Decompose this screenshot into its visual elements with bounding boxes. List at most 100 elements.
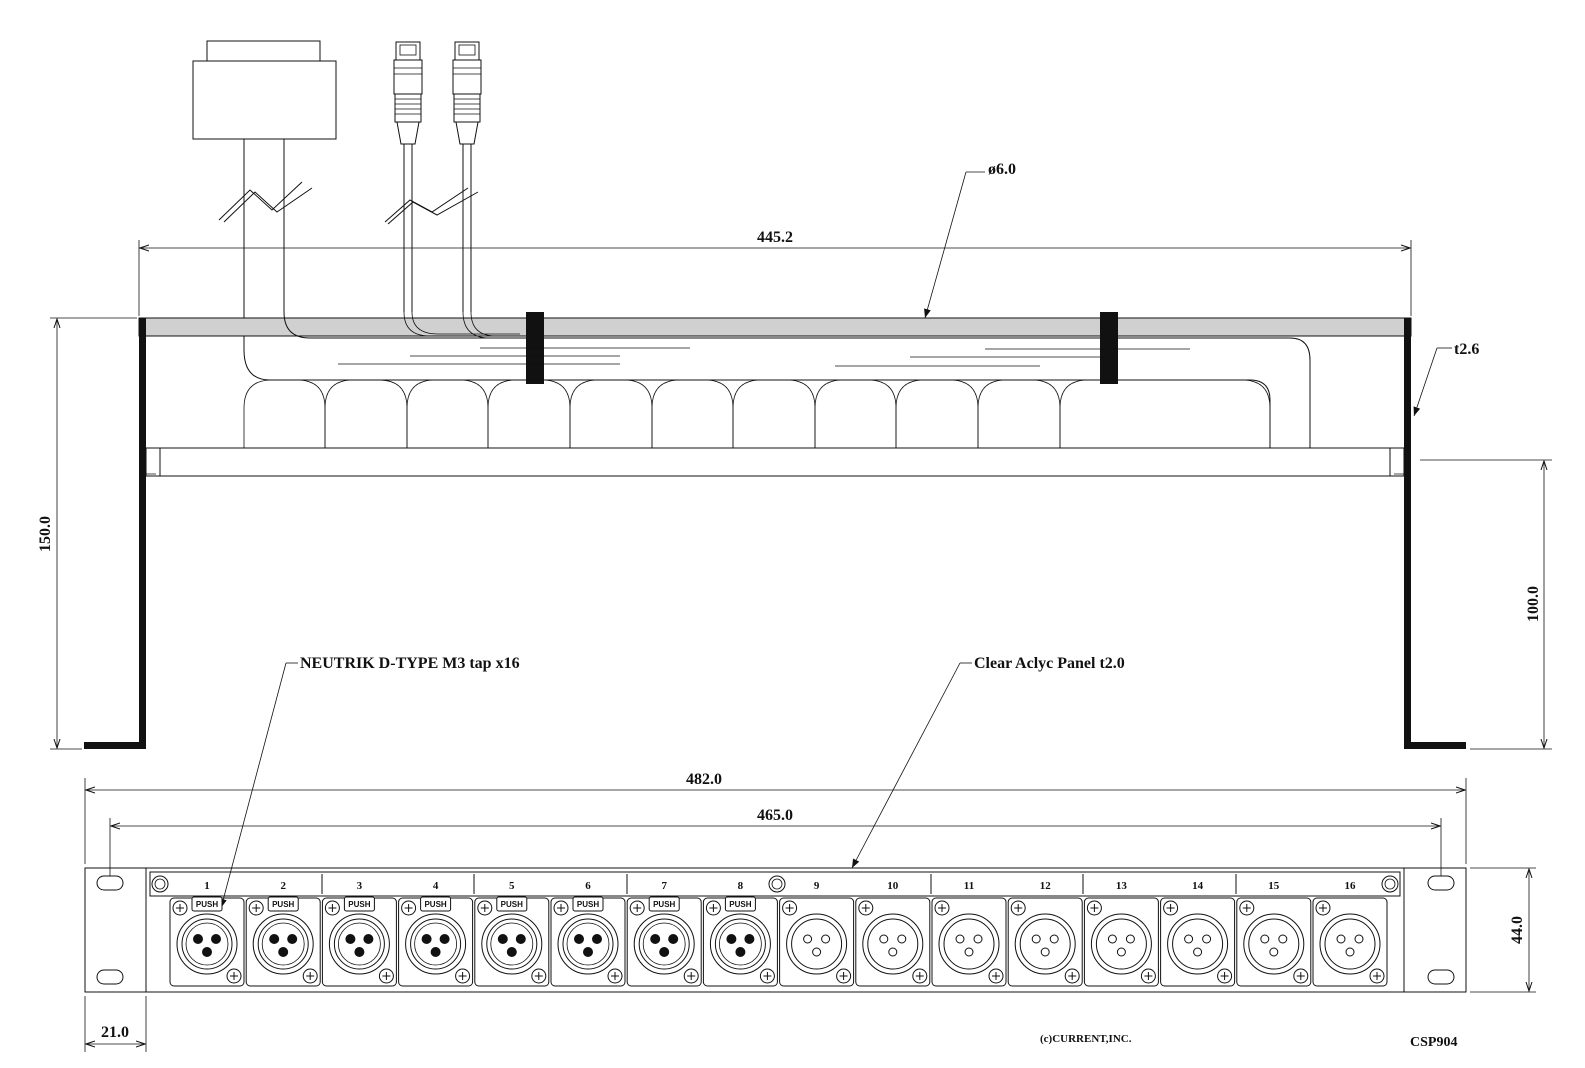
mounting-slot (1427, 969, 1455, 985)
cable-branch (406, 379, 489, 448)
screw-icon (172, 900, 188, 916)
pin-icon (515, 934, 526, 944)
channel-number: 15 (1268, 880, 1280, 892)
pin-icon (1345, 947, 1355, 957)
screw-icon (934, 900, 950, 916)
screw-icon (988, 968, 1004, 984)
screw-icon (1064, 968, 1080, 984)
screw-icon (705, 900, 721, 916)
mounting-slots (96, 875, 1455, 985)
pin-icon (973, 934, 983, 944)
screw-icon (226, 968, 242, 984)
xlr-connector (855, 897, 931, 987)
screw-icon (607, 968, 623, 984)
cable-dia-label: ø6.0 (988, 161, 1016, 178)
screw-icon (912, 968, 928, 984)
push-label: PUSH (348, 900, 370, 909)
screw-icon (378, 968, 394, 984)
side-bracket-right (1404, 318, 1466, 749)
cable-bundle (243, 311, 1311, 448)
xlr-connector (1083, 897, 1159, 987)
pin-icon (287, 934, 298, 944)
pin-icon (735, 947, 746, 957)
channel-number: 9 (814, 880, 820, 892)
pin-icon (726, 934, 737, 944)
pin-icon (592, 934, 602, 944)
pin-icon (211, 934, 221, 944)
copyright-text: (c)CURRENT,INC. (1040, 1033, 1132, 1045)
pin-icon (193, 934, 203, 944)
push-label: PUSH (272, 900, 294, 909)
xlr-connector (931, 897, 1007, 987)
push-label: PUSH (501, 900, 523, 909)
channel-number: 4 (433, 880, 439, 892)
screw-icon (1163, 900, 1179, 916)
screw-icon (1239, 900, 1255, 916)
callout-panel: Clear Aclyc Panel t2.0 (851, 655, 1125, 869)
channel-number: 3 (357, 880, 363, 892)
screw-icon (1140, 968, 1156, 984)
xlr-plug-right (452, 41, 482, 312)
xlr-connector: PUSH (321, 896, 397, 987)
dim-height-bracket: 100.0 (1420, 459, 1552, 750)
pin-icon (583, 947, 593, 957)
cable-branch (651, 379, 734, 448)
channel-number: 10 (887, 880, 899, 892)
cable-clamp-right (1100, 312, 1118, 384)
top-view: 445.2 ø6.0 t2.6 150.0 100.0 (37, 40, 1552, 909)
pin-icon (659, 947, 670, 957)
pin-icon (430, 947, 441, 957)
pin-icon (1202, 934, 1212, 944)
xlr-connector: PUSH (702, 896, 778, 987)
pin-icon (421, 934, 432, 944)
screw-icon (553, 900, 569, 916)
screw-icon (401, 900, 417, 916)
channel-number: 13 (1116, 880, 1128, 892)
screw-icon (1369, 968, 1385, 984)
dim-ear-width-label: 21.0 (101, 1024, 129, 1041)
xlr-connector: PUSH (550, 896, 626, 987)
pin-icon (1336, 934, 1346, 944)
pin-icon (202, 947, 212, 957)
push-latch (648, 896, 680, 912)
channel-number: 6 (585, 880, 591, 892)
pin-icon (1116, 947, 1126, 957)
dim-panel-height-label: 44.0 (1509, 916, 1526, 944)
xlr-connector: PUSH (245, 896, 321, 987)
pin-icon (897, 934, 907, 944)
mounting-slot (96, 875, 124, 891)
screw-icon (836, 968, 852, 984)
cable-branch (1059, 379, 1271, 448)
pin-icon (1125, 934, 1135, 944)
screw-icon (858, 900, 874, 916)
pin-icon (803, 934, 813, 944)
dim-rack-width-label: 482.0 (686, 771, 722, 788)
push-latch (343, 896, 375, 912)
pin-icon (1107, 934, 1117, 944)
push-label: PUSH (424, 900, 446, 909)
pin-icon (574, 934, 584, 944)
channel-number: 5 (509, 880, 515, 892)
xlr-connector (1007, 897, 1083, 987)
pin-icon (879, 934, 889, 944)
pin-icon (744, 934, 755, 944)
xlr-connector: PUSH (169, 896, 245, 987)
dim-height-total: 150.0 (37, 317, 137, 750)
xlr-connector: PUSH (626, 896, 702, 987)
cable-branch (977, 379, 1061, 448)
top-plate (138, 317, 1412, 337)
push-latch (191, 896, 223, 912)
screw-icon (1086, 900, 1102, 916)
dim-panel-width: 465.0 (109, 807, 1442, 876)
label-strip (149, 871, 1401, 897)
cable-branch (243, 379, 326, 448)
xlr-connector (1160, 897, 1236, 987)
dim-height-total-label: 150.0 (37, 516, 54, 552)
push-latch (572, 896, 604, 912)
screw-icon (1293, 968, 1309, 984)
side-bracket-left (84, 318, 146, 749)
connector-branches (243, 379, 1271, 448)
